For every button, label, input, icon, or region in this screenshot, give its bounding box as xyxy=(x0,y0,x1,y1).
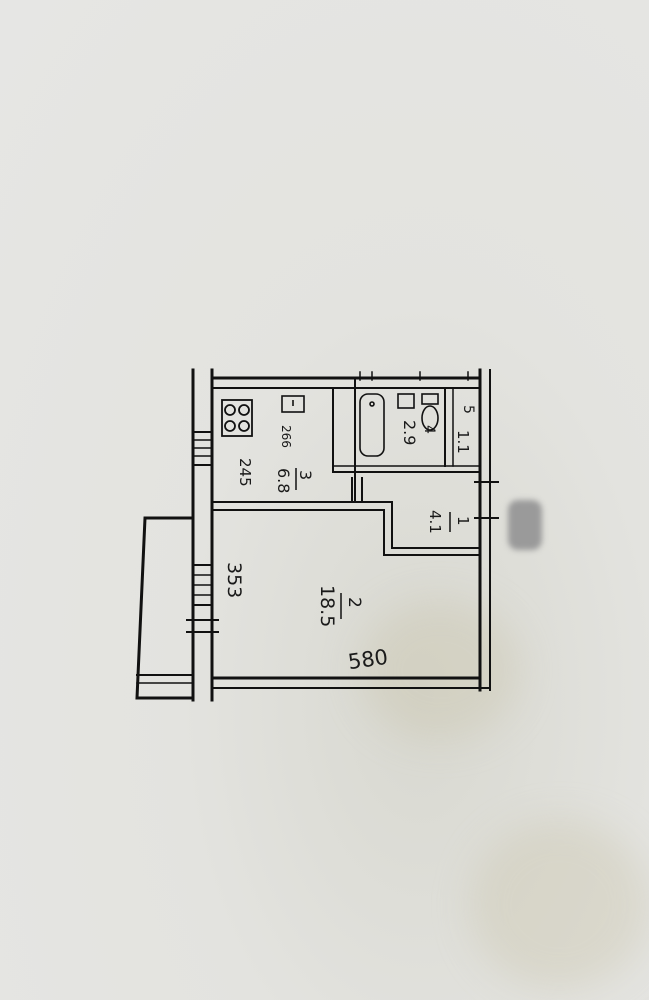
stain-mark xyxy=(470,820,649,990)
main-room-width-dimension: 353 xyxy=(223,562,245,598)
room-4-area: 2.9 xyxy=(400,420,419,445)
kitchen-length-dimension: 266 xyxy=(279,425,293,448)
room-5-area: 1.1 xyxy=(454,430,472,454)
room-1-number: 1 xyxy=(454,516,472,526)
redacted-mark xyxy=(508,500,542,550)
main-room-length-dimension: 580 xyxy=(346,645,389,674)
bathtub-icon xyxy=(359,393,385,457)
room-1-area: 4.1 xyxy=(426,510,444,534)
balcony xyxy=(135,516,195,700)
kitchen-width-dimension: 245 xyxy=(236,458,254,487)
stove-icon xyxy=(221,399,253,437)
room-5-number: 5 xyxy=(460,405,476,414)
toilet-icon xyxy=(421,393,439,431)
room-4-number: 4 xyxy=(421,425,437,434)
sink-icon xyxy=(281,395,305,413)
room-3-area: 6.8 xyxy=(274,468,293,493)
stain-mark xyxy=(360,600,520,740)
room-2-area: 18.5 xyxy=(316,585,338,627)
room-2-number: 2 xyxy=(344,597,364,608)
washbasin-icon xyxy=(397,393,415,409)
room-3-number: 3 xyxy=(296,470,315,480)
